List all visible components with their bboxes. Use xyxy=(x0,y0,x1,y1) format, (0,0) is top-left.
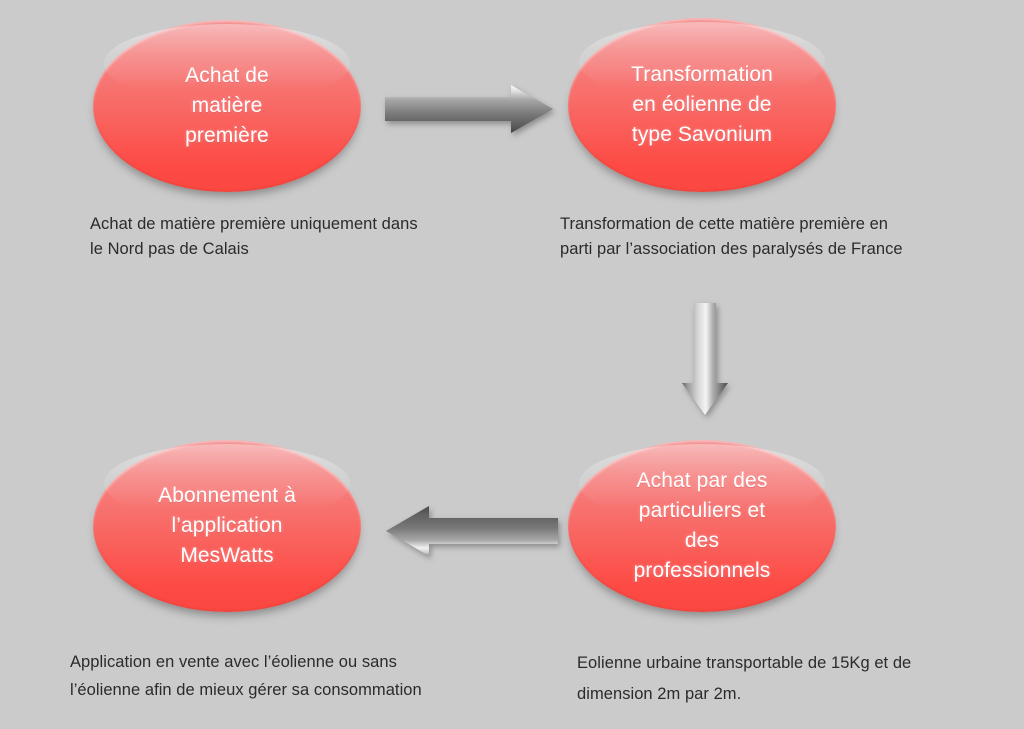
arrow-right-icon xyxy=(385,85,553,133)
node-subscription-label: Abonnement à l’application MesWatts xyxy=(158,484,296,567)
node-transformation-label: Transformation en éolienne de type Savon… xyxy=(631,63,773,146)
caption-subscription: Application en vente avec l’éolienne ou … xyxy=(70,653,422,699)
node-raw-material-label: Achat de matière première xyxy=(185,64,269,147)
caption-purchase: Eolienne urbaine transportable de 15Kg e… xyxy=(577,654,912,703)
node-purchase[interactable]: Achat par des particuliers et des profes… xyxy=(568,440,836,612)
arrow-down-icon xyxy=(682,303,728,415)
node-subscription[interactable]: Abonnement à l’application MesWatts xyxy=(93,440,361,612)
node-raw-material[interactable]: Achat de matière première xyxy=(93,20,361,192)
arrow-left-icon xyxy=(386,506,558,556)
node-purchase-label: Achat par des particuliers et des profes… xyxy=(633,469,771,582)
caption-transformation: Transformation de cette matière première… xyxy=(560,215,903,258)
node-transformation[interactable]: Transformation en éolienne de type Savon… xyxy=(568,18,836,192)
caption-raw-material: Achat de matière première uniquement dan… xyxy=(90,215,418,258)
